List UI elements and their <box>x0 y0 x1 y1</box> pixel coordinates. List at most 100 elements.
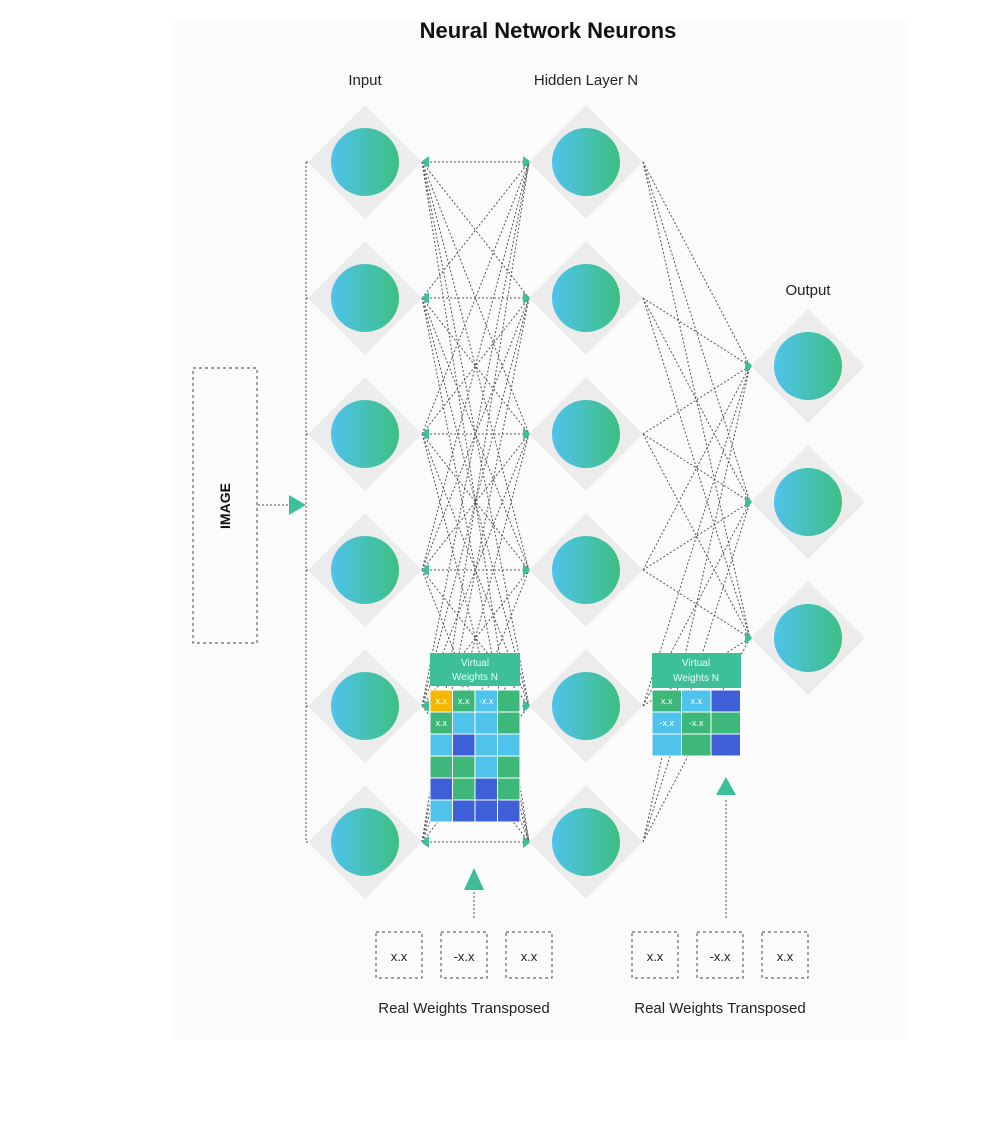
output-layer-label: Output <box>785 282 831 299</box>
real-weights-caption: Real Weights Transposed <box>634 1000 805 1017</box>
matrix-header <box>430 653 520 686</box>
weight-box <box>375 931 423 979</box>
weight-box <box>761 931 809 979</box>
matrix-cell-value: x.x <box>435 696 447 706</box>
matrix-cell <box>497 733 521 757</box>
neuron-circle <box>331 808 399 876</box>
arrowhead-icon <box>523 700 531 712</box>
arrowhead-icon <box>421 564 429 576</box>
hidden-layer-label: Hidden Layer N <box>534 72 638 89</box>
matrix-cell <box>497 689 521 713</box>
matrix-header-line2: Weights N <box>452 672 498 683</box>
weight-box <box>696 931 744 979</box>
matrix-cell <box>429 777 453 801</box>
matrix-cell <box>429 799 453 823</box>
neuron-circle <box>331 400 399 468</box>
connection-line <box>421 297 530 571</box>
weight-value: x.x <box>391 949 408 964</box>
connection-line <box>642 569 751 639</box>
matrix-cell <box>497 777 521 801</box>
connection-line <box>642 365 751 435</box>
matrix-cell <box>429 733 453 757</box>
connection-line <box>421 297 530 435</box>
matrix-header-line1: Virtual <box>682 658 710 669</box>
weight-box <box>505 931 553 979</box>
matrix-cell <box>710 689 741 713</box>
up-arrow-icon <box>716 777 736 795</box>
image-arrow-icon <box>289 495 306 515</box>
connection-line <box>421 161 530 843</box>
connection-line <box>421 433 530 571</box>
neuron-circle <box>552 264 620 332</box>
hidden-neuron <box>529 377 643 491</box>
neurons <box>308 105 865 899</box>
connection-line <box>642 365 751 707</box>
hidden-neuron <box>529 649 643 763</box>
arrowhead-icon <box>421 292 429 304</box>
matrix-cell <box>710 711 741 735</box>
matrix-cell-value: x.x <box>690 696 702 706</box>
input-neuron <box>308 513 422 627</box>
weight-value: -x.x <box>710 949 731 964</box>
arrowhead-icon <box>523 564 531 576</box>
matrix-cell <box>474 755 498 779</box>
neuron-circle <box>331 128 399 196</box>
input-neuron <box>308 241 422 355</box>
matrix-cell <box>452 711 476 735</box>
neuron-circle <box>774 604 842 672</box>
matrix-cell <box>452 799 476 823</box>
neuron-circle <box>552 128 620 196</box>
matrix-header-line1: Virtual <box>461 658 489 669</box>
neuron-circle <box>774 332 842 400</box>
connection-line <box>642 297 751 639</box>
connection-line <box>642 161 751 639</box>
connection-line <box>642 297 751 367</box>
arrowhead-icon <box>523 156 531 168</box>
arrowhead-icon <box>421 836 429 848</box>
connection-line <box>642 501 751 843</box>
arrowhead-icon <box>421 428 429 440</box>
image-box <box>192 367 258 644</box>
neuron-circle <box>552 400 620 468</box>
input-neuron <box>308 785 422 899</box>
matrix-header <box>652 653 741 688</box>
weight-box <box>440 931 488 979</box>
diagram-title: Neural Network Neurons <box>420 18 677 43</box>
arrowhead-icon <box>745 360 753 372</box>
matrix-cell <box>497 711 521 735</box>
input-layer-label: Input <box>348 72 382 89</box>
matrix-cell <box>497 799 521 823</box>
matrix-cell-value: x.x <box>661 696 673 706</box>
matrix-cell <box>429 755 453 779</box>
matrix-header-line2: Weights N <box>673 673 719 684</box>
real-weights-right: x.x -x.x x.x Real Weights Transposed <box>631 931 809 1017</box>
arrowhead-icon <box>421 700 429 712</box>
connection-line <box>421 433 530 707</box>
matrix-cell <box>710 733 741 757</box>
matrix-cell <box>452 755 476 779</box>
matrix-cell-value: -x.x <box>660 718 675 728</box>
matrix-cell <box>497 755 521 779</box>
weight-box <box>631 931 679 979</box>
matrix-cell <box>474 777 498 801</box>
hidden-neuron <box>529 785 643 899</box>
neuron-circle <box>552 808 620 876</box>
matrix-cell-value: x.x <box>458 696 470 706</box>
matrix-cell <box>474 711 498 735</box>
input-neuron <box>308 649 422 763</box>
neuron-circle <box>331 264 399 332</box>
image-label: IMAGE <box>217 483 233 529</box>
input-neuron <box>308 105 422 219</box>
matrix-cell <box>474 733 498 757</box>
arrowhead-icon <box>745 496 753 508</box>
arrowhead-icon <box>523 292 531 304</box>
connection-line <box>421 161 530 707</box>
real-weights-caption: Real Weights Transposed <box>378 1000 549 1017</box>
matrix-cell <box>474 799 498 823</box>
connection-line <box>421 297 530 571</box>
weight-value: x.x <box>777 949 794 964</box>
weight-value: x.x <box>521 949 538 964</box>
